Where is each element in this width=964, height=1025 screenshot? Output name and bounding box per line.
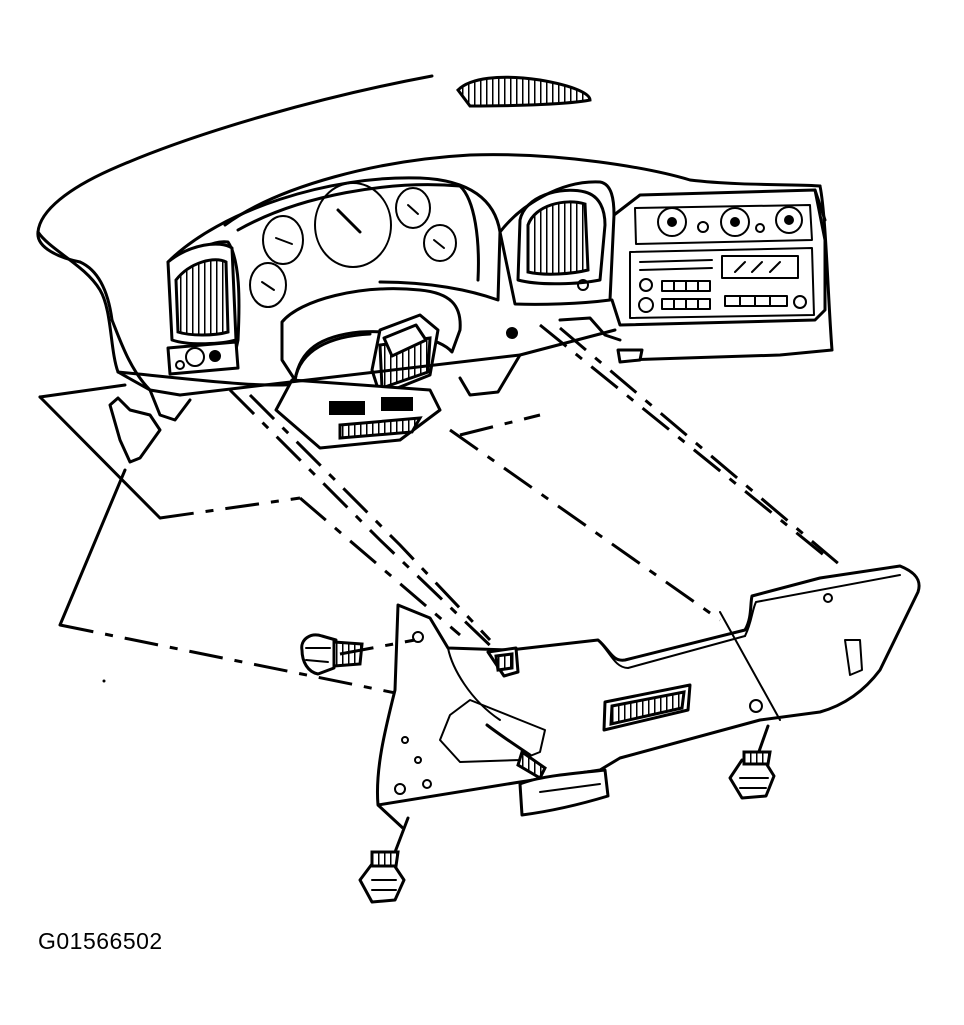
left-lower-dash bbox=[108, 318, 192, 464]
climate-controls bbox=[634, 204, 813, 245]
fastener-guide-dashes bbox=[339, 638, 416, 832]
headlamp-switch bbox=[166, 340, 240, 376]
bolt-fastener-left bbox=[300, 633, 364, 676]
bolt-fastener-bottom-right bbox=[728, 724, 776, 800]
figure-id-label: G01566502 bbox=[38, 928, 163, 954]
dash-right-side bbox=[616, 184, 834, 364]
lower-panel-vent bbox=[602, 683, 692, 732]
electrical-connector bbox=[485, 723, 610, 817]
right-air-vent bbox=[498, 180, 616, 306]
center-stack-bezel bbox=[610, 188, 827, 327]
gauge-left-bottom bbox=[249, 262, 287, 308]
defroster-vent bbox=[456, 75, 592, 108]
gauge-right-bottom bbox=[423, 224, 457, 262]
steering-column-shroud bbox=[280, 287, 462, 397]
lower-panel-clip bbox=[486, 646, 520, 678]
dash-pad-top bbox=[36, 74, 822, 392]
steering-column-bracket bbox=[274, 378, 442, 450]
lower-trim-panel bbox=[375, 564, 921, 807]
dash-mounting-flange bbox=[178, 316, 622, 397]
alignment-guide-lines bbox=[38, 323, 841, 782]
speedometer bbox=[314, 182, 392, 268]
radio-unit bbox=[629, 247, 815, 319]
left-air-vent bbox=[166, 242, 238, 346]
gauge-right-top bbox=[395, 187, 431, 229]
bolt-fastener-bottom-left bbox=[358, 816, 410, 904]
speck bbox=[102, 679, 106, 683]
gauge-left-top bbox=[262, 215, 304, 265]
